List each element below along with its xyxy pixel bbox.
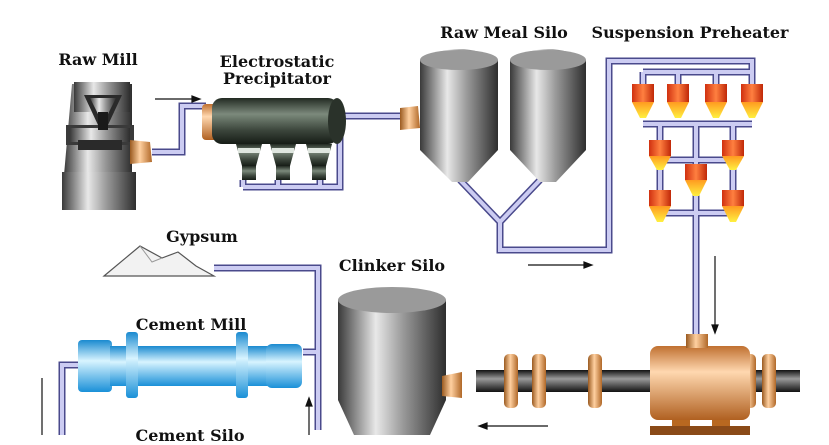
raw-meal-silo-label: Raw Meal Silo xyxy=(440,23,568,42)
arrow-to-preheater xyxy=(528,261,594,269)
arrow-raw-mill-to-precipitator xyxy=(155,95,202,103)
cement-plant-diagram xyxy=(41,49,800,435)
precipitator-hoppers xyxy=(236,144,332,180)
gypsum-label: Gypsum xyxy=(166,227,238,246)
cyclone-row-1 xyxy=(632,84,763,118)
raw-meal-silos xyxy=(400,49,586,182)
clinker-silo-label: Clinker Silo xyxy=(338,256,446,275)
flow-arrows xyxy=(41,95,719,435)
rotary-kiln xyxy=(476,334,800,435)
gypsum-pile xyxy=(102,245,217,277)
electrostatic-precipitator xyxy=(202,98,346,180)
arrow-to-kiln xyxy=(711,256,719,335)
cement-silo-label: Cement Silo xyxy=(135,426,245,445)
clinker-silo xyxy=(338,287,462,435)
cyclone-row-2 xyxy=(649,140,744,170)
cyclone-row-3 xyxy=(649,164,744,222)
suspension-preheater xyxy=(632,84,763,222)
electrostatic-precipitator-label: Electrostatic Precipitator xyxy=(219,52,335,88)
raw-mill xyxy=(62,82,152,210)
arrow-clinker-return xyxy=(477,422,548,430)
suspension-preheater-label: Suspension Preheater xyxy=(591,23,789,42)
cement-mill xyxy=(78,332,302,398)
raw-mill-label: Raw Mill xyxy=(58,50,138,69)
cement-mill-label: Cement Mill xyxy=(135,315,247,334)
arrow-up-to-gypsum-line xyxy=(305,396,313,435)
